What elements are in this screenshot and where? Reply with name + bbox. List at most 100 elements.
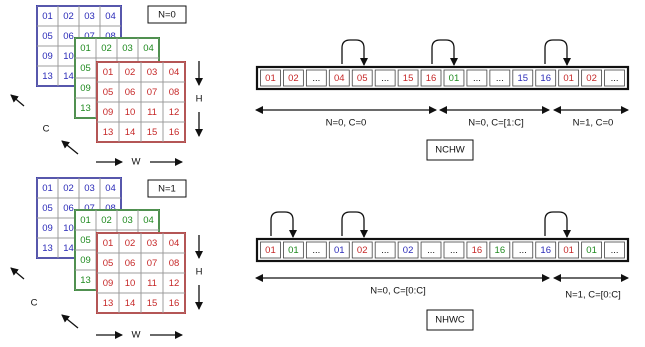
memory-cell (558, 241, 580, 259)
grid-cell-value: 08 (169, 258, 180, 269)
memory-cell-value: 02 (403, 245, 414, 256)
batch-label: N=0 (158, 10, 176, 21)
grid-cell-value: 10 (125, 107, 136, 118)
grid-cell-value: 12 (169, 107, 180, 118)
memory-cell-value: 01 (449, 73, 460, 84)
axis-label-c: C (43, 124, 50, 135)
jump-arrow (431, 39, 458, 66)
grid-cell-value: 14 (63, 243, 74, 254)
layout-name-label: NHWC (435, 315, 465, 326)
memory-cell (581, 69, 602, 87)
grid-cell-value: 09 (103, 278, 114, 289)
memory-cell (466, 241, 488, 259)
span-label: N=0, C=[0:C] (370, 286, 425, 297)
memory-cell (351, 241, 373, 259)
memory-cell (374, 69, 396, 87)
grid-cell-value: 04 (105, 183, 116, 194)
grid-cell-value: 03 (147, 238, 158, 249)
grid-cell-value: 13 (103, 127, 114, 138)
grid-cell-value: 14 (63, 71, 74, 82)
grid-cell-value: 03 (84, 11, 95, 22)
grid-cell-value: 11 (147, 107, 157, 118)
memory-cell-value: 16 (540, 73, 551, 84)
memory-cell (260, 241, 281, 259)
memory-cell-value: 15 (517, 73, 528, 84)
memory-cell (397, 241, 419, 259)
memory-cell (466, 69, 488, 87)
memory-cell (535, 241, 557, 259)
grid-cell-value: 10 (125, 278, 136, 289)
memory-cell-value: ... (519, 245, 527, 256)
span-label: N=0, C=[1:C] (468, 118, 523, 129)
axis-label-w: W (132, 157, 141, 168)
grid-cell-value: 12 (169, 278, 180, 289)
grid-cell-value: 07 (147, 258, 158, 269)
grid-cell-value: 07 (84, 31, 95, 42)
memory-cell-value: 01 (586, 245, 597, 256)
grid-cell-value: 15 (147, 127, 158, 138)
memory-cell (351, 69, 373, 87)
grid-cell-value: 04 (169, 238, 180, 249)
memory-cell (535, 69, 557, 87)
grid-cell-value: 05 (103, 258, 114, 269)
span-label: N=1, C=0 (573, 118, 614, 129)
memory-cell (305, 69, 327, 87)
memory-cell (512, 241, 534, 259)
grid-cell-value: 04 (169, 67, 180, 78)
batch-label: N=1 (158, 184, 176, 195)
memory-cell-value: ... (473, 73, 481, 84)
memory-cell-value: 04 (334, 73, 345, 84)
grid-cell-value: 02 (125, 67, 136, 78)
grid-cell-value: 02 (63, 183, 74, 194)
grid-cell-value: 03 (147, 67, 158, 78)
grid-cell (162, 292, 186, 314)
memory-cell (558, 69, 580, 87)
memory-cell (397, 69, 419, 87)
memory-cell-value: 16 (426, 73, 437, 84)
memory-cell (604, 241, 625, 259)
grid-cell-value: 14 (125, 298, 136, 309)
grid-cell-value: 09 (103, 107, 114, 118)
jump-arrow (341, 39, 368, 66)
memory-cell-value: ... (381, 73, 389, 84)
memory-cell-value: 01 (288, 245, 299, 256)
grid-cell-value: 06 (63, 203, 74, 214)
grid-cell-value: 08 (169, 87, 180, 98)
grid-cell-value: 15 (147, 298, 158, 309)
grid-cell-value: 14 (125, 127, 136, 138)
grid-cell-value: 09 (42, 223, 53, 234)
axis-label-w: W (132, 330, 141, 341)
grid-cell-value: 04 (143, 43, 154, 54)
memory-cell-value: ... (450, 245, 458, 256)
memory-cell-value: ... (381, 245, 389, 256)
grid-cell-value: 02 (63, 11, 74, 22)
grid-cell-value: 13 (42, 71, 53, 82)
grid-cell-value: 03 (122, 43, 133, 54)
grid-cell-value: 06 (125, 258, 136, 269)
memory-cell-value: 01 (563, 245, 574, 256)
grid-cell-value: 05 (103, 87, 114, 98)
memory-cell (512, 69, 534, 87)
memory-cell (443, 241, 465, 259)
grid-cell-value: 13 (103, 298, 114, 309)
grid-cell-value: 10 (63, 223, 74, 234)
grid-cell-value: 02 (101, 215, 112, 226)
grid-cell-value: 03 (84, 183, 95, 194)
memory-cell (489, 241, 511, 259)
memory-cell (283, 69, 304, 87)
memory-cell (420, 69, 442, 87)
memory-cell-value: 01 (334, 245, 345, 256)
grid-cell-value: 04 (105, 11, 116, 22)
grid-cell-value: 16 (169, 127, 180, 138)
memory-cell-value: ... (312, 73, 320, 84)
grid-cell-value: 01 (103, 238, 114, 249)
grid-cell-value: 06 (63, 31, 74, 42)
memory-cell-value: 16 (472, 245, 483, 256)
axis-label-h: H (196, 94, 203, 105)
